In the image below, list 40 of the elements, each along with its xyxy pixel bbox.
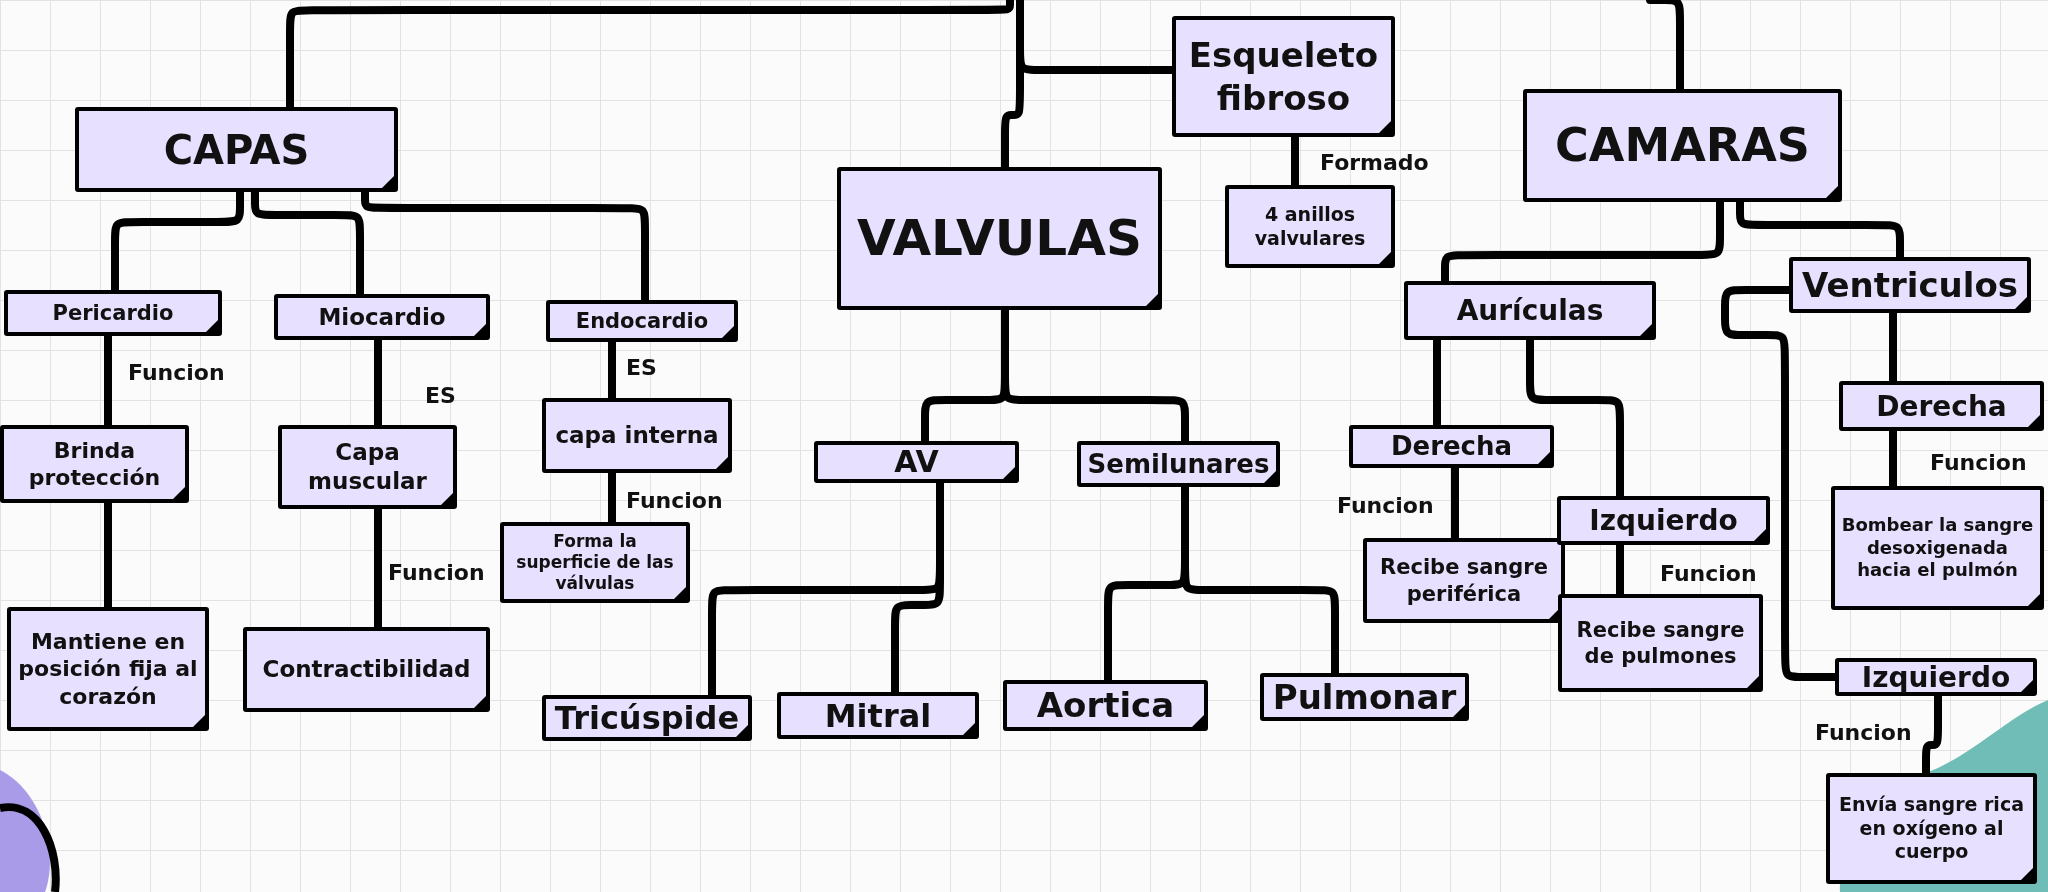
concept-box: Brinda protección: [0, 425, 189, 503]
edge-label: ES: [425, 383, 456, 408]
edge-label: Funcion: [626, 488, 723, 513]
concept-box: Izquierdo: [1557, 496, 1770, 545]
edge-label: Funcion: [388, 560, 485, 585]
concept-box: Recibe sangre de pulmones: [1558, 594, 1763, 692]
concept-box: Derecha: [1839, 381, 2044, 431]
concept-box: capa interna: [542, 398, 732, 473]
concept-box: Tricúspide: [542, 695, 752, 741]
concept-box: Mantiene en posición fija al corazón: [7, 607, 209, 731]
edge-label: Funcion: [128, 360, 225, 385]
concept-box: CAPAS: [75, 107, 398, 192]
concept-box: 4 anillos valvulares: [1225, 185, 1395, 268]
concept-box: Izquierdo: [1835, 658, 2037, 696]
concept-box: Ventriculos: [1789, 257, 2031, 313]
concept-box: Semilunares: [1077, 441, 1280, 487]
edge-label: Funcion: [1815, 720, 1912, 745]
concept-box: Recibe sangre periférica: [1363, 538, 1565, 623]
edge-label: Funcion: [1930, 450, 2027, 475]
concept-box: Pericardio: [4, 290, 222, 336]
concept-box: Mitral: [777, 692, 979, 739]
concept-box: Miocardio: [274, 294, 490, 340]
concept-box: AV: [814, 441, 1019, 483]
concept-box: Forma la superficie de las válvulas: [500, 522, 690, 603]
concept-box: Envía sangre rica en oxígeno al cuerpo: [1826, 773, 2037, 884]
edge-label: Formado: [1320, 150, 1429, 175]
concept-box: Pulmonar: [1260, 673, 1469, 721]
concept-box: Esqueleto fibroso: [1172, 16, 1395, 137]
concept-box: VALVULAS: [837, 167, 1162, 310]
concept-box: Derecha: [1349, 425, 1554, 468]
concept-box: Endocardio: [546, 300, 738, 342]
concept-box: Aurículas: [1404, 281, 1656, 340]
concept-box: CAMARAS: [1523, 89, 1842, 202]
edge-label: Funcion: [1337, 493, 1434, 518]
concept-box: Aortica: [1003, 680, 1208, 731]
edge-label: ES: [626, 355, 657, 380]
concept-box: Bombear la sangre desoxigenada hacia el pulmón: [1831, 486, 2044, 610]
edge-label: Funcion: [1660, 561, 1757, 586]
concept-box: Capa muscular: [278, 425, 457, 509]
concept-box: Contractibilidad: [243, 627, 490, 712]
